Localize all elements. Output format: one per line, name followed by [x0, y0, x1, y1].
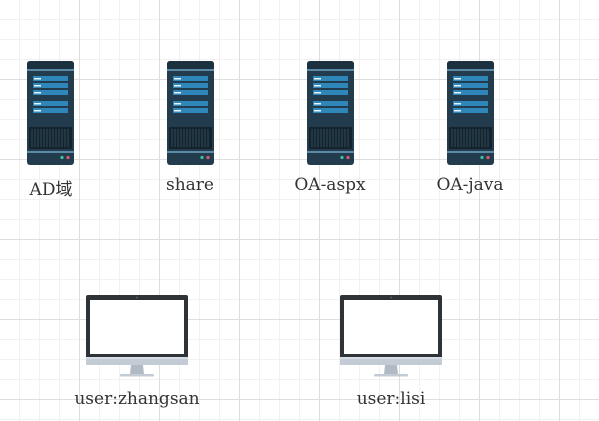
monitor-icon	[86, 295, 188, 377]
server-icon	[167, 61, 214, 165]
server-label: share	[166, 175, 214, 195]
client-label: user:lisi	[356, 389, 426, 409]
server-icon	[447, 61, 494, 165]
server-icon	[27, 61, 74, 165]
server-icon	[307, 61, 354, 165]
server-label: OA-aspx	[294, 175, 366, 195]
monitor-icon	[340, 295, 442, 377]
server-label: OA-java	[436, 175, 504, 195]
client-label: user:zhangsan	[74, 389, 200, 409]
server-label: AD域	[29, 180, 73, 200]
